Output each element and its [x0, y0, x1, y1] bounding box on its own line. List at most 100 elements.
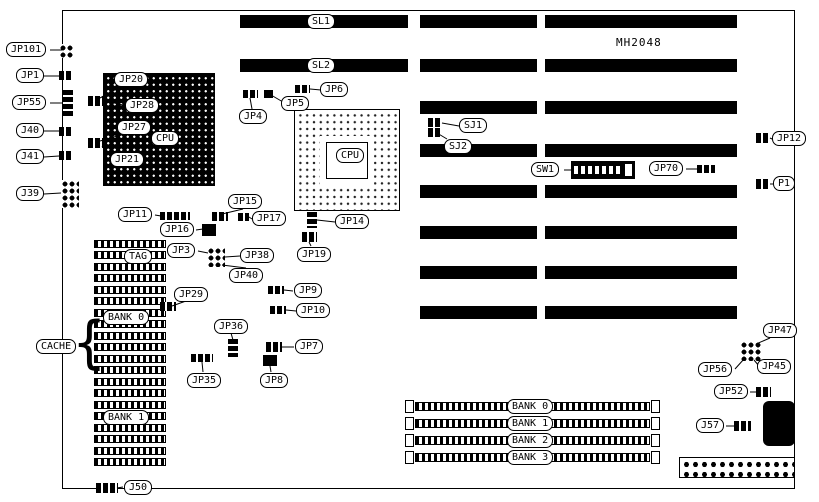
jp1-connector [59, 71, 72, 80]
simm-endcap [651, 417, 660, 430]
cache-row [94, 366, 166, 374]
jp35-connector [191, 354, 213, 362]
label-mem-bank3: BANK 3 [507, 450, 554, 465]
label-jp55: JP55 [12, 95, 47, 110]
p1-connector [756, 179, 770, 189]
simm-endcap [405, 417, 414, 430]
cache-row [94, 424, 166, 432]
cache-row [94, 240, 166, 248]
label-jp1: JP1 [16, 68, 45, 83]
jp14-connector [307, 212, 317, 228]
label-jp5: JP5 [281, 96, 310, 111]
cache-row [94, 286, 166, 294]
label-jp8: JP8 [260, 373, 289, 388]
label-jp35: JP35 [187, 373, 222, 388]
label-jp15: JP15 [228, 194, 263, 209]
label-j57: J57 [696, 418, 725, 433]
label-sj2: SJ2 [444, 139, 473, 154]
jp19-connector [302, 232, 317, 242]
cpu2-socket [294, 109, 400, 211]
jp12-connector [756, 133, 770, 143]
cache-row [94, 332, 166, 340]
sw1-endblock [625, 164, 632, 176]
simm-endcap [405, 434, 414, 447]
jp16-connector [202, 224, 216, 236]
sj1-connector [428, 118, 442, 127]
jp52-connector [756, 387, 771, 397]
j41-connector [59, 151, 72, 160]
slot-bar [545, 59, 737, 72]
simm-endcap [651, 434, 660, 447]
cache-row [94, 355, 166, 363]
jp70-connector [697, 165, 715, 173]
j39-connector [61, 180, 79, 208]
label-jp11: JP11 [118, 207, 153, 222]
label-cpu2: CPU [336, 148, 365, 163]
cache-brace: { [72, 309, 107, 376]
label-jp6: JP6 [320, 82, 349, 97]
cache-row [94, 378, 166, 386]
label-j40: J40 [16, 123, 45, 138]
label-jp3: JP3 [167, 243, 196, 258]
cpu2-socket-center [320, 136, 374, 185]
label-sw1: SW1 [531, 162, 560, 177]
keyboard-connector [763, 401, 795, 446]
slot-bar [420, 185, 537, 198]
label-jp4: JP4 [239, 109, 268, 124]
label-jp10: JP10 [296, 303, 331, 318]
jp15-connector [212, 212, 228, 221]
label-jp12: JP12 [772, 131, 807, 146]
slot-bar [420, 101, 537, 114]
jp5-connector [264, 90, 273, 98]
slot-bar [545, 226, 737, 239]
label-jp40: JP40 [229, 268, 264, 283]
label-jp36: JP36 [214, 319, 249, 334]
label-j50: J50 [124, 480, 153, 495]
simm-endcap [651, 400, 660, 413]
jp36-connector [228, 339, 238, 357]
jp20-jp28-connector [88, 96, 106, 106]
slot-bar [545, 101, 737, 114]
label-jp21: JP21 [110, 152, 145, 167]
label-jp9: JP9 [294, 283, 323, 298]
jp29-connector [160, 302, 176, 311]
jp11-connector [160, 212, 190, 220]
jp47-jp56-jp45-connector [740, 341, 762, 361]
label-jp45: JP45 [757, 359, 792, 374]
label-j39: J39 [16, 186, 45, 201]
slot-bar [420, 15, 537, 28]
slot-bar [420, 144, 537, 157]
sj2-connector [428, 128, 442, 137]
jp4-connector [243, 90, 258, 98]
label-jp70: JP70 [649, 161, 684, 176]
label-cache-bank0: BANK 0 [103, 310, 150, 325]
simm-endcap [651, 451, 660, 464]
label-jp47: JP47 [763, 323, 798, 338]
j57-connector [734, 421, 751, 431]
io-pin-header [679, 457, 795, 478]
label-jp38: JP38 [240, 248, 275, 263]
cache-row [94, 447, 166, 455]
jp7-connector [266, 342, 282, 352]
jp27-jp21-connector [88, 138, 106, 148]
label-jp52: JP52 [714, 384, 749, 399]
label-jp7: JP7 [295, 339, 324, 354]
slot-bar [545, 306, 737, 319]
slot-bar [545, 15, 737, 28]
jp8-connector [263, 355, 277, 366]
slot-bar [545, 185, 737, 198]
j40-connector [59, 127, 72, 136]
label-cpu1: CPU [151, 131, 180, 146]
board-part-number: MH2048 [616, 36, 662, 49]
label-jp16: JP16 [160, 222, 195, 237]
slot-bar [420, 226, 537, 239]
label-tag: TAG [124, 249, 153, 264]
jp101-connector [59, 44, 73, 58]
label-jp17: JP17 [252, 211, 287, 226]
label-jp28: JP28 [125, 98, 160, 113]
label-jp29: JP29 [174, 287, 209, 302]
j50-connector [96, 483, 118, 493]
label-jp14: JP14 [335, 214, 370, 229]
label-jp19: JP19 [297, 247, 332, 262]
